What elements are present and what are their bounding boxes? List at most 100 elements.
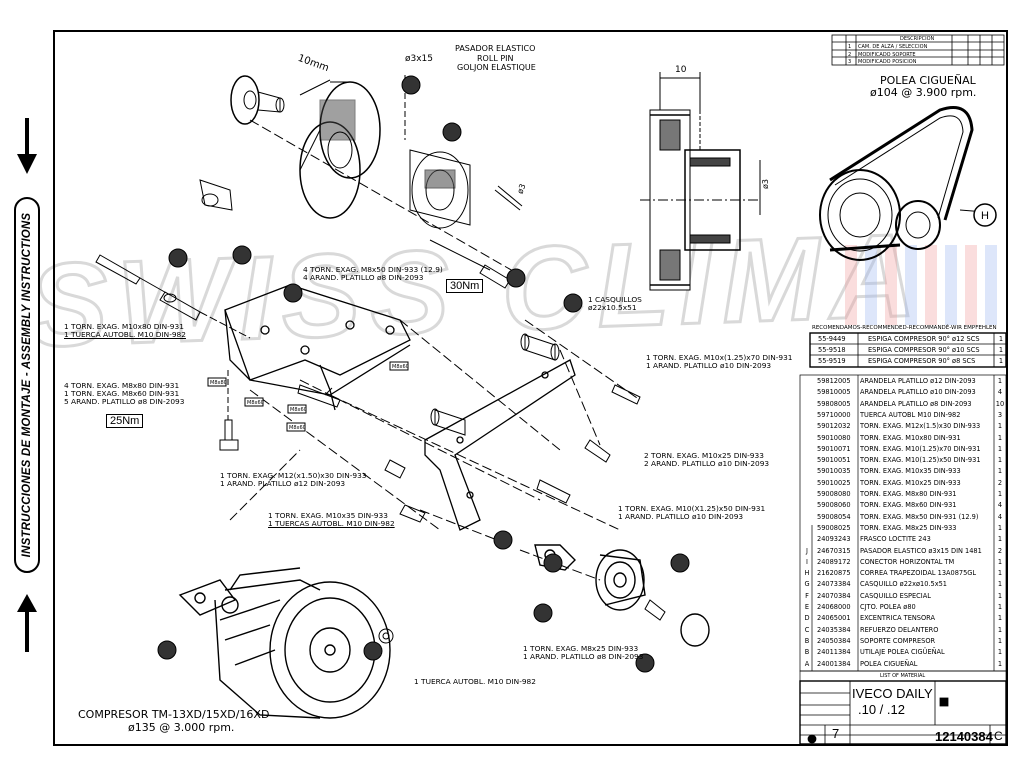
part-desc: FRASCO LOCTITE 243 <box>860 535 931 544</box>
part-ref: 59008025 <box>817 523 851 532</box>
drawing-revision: C <box>994 729 1003 743</box>
callout-balloon <box>670 553 690 573</box>
part-qty: 1 <box>997 569 1003 578</box>
bolt-m10x80 <box>95 254 251 339</box>
part-letter: F <box>805 591 809 600</box>
part-ref: 21620875 <box>817 569 851 578</box>
part-desc: ARANDELA PLATILLO ø12 DIN-2093 <box>860 377 976 385</box>
revision-row: CAM. DE ALZA / SELECCION <box>858 44 928 50</box>
part-desc: ARANDELA PLATILLO ø10 DIN-2093 <box>860 388 976 397</box>
part-desc: PASADOR ELASTICO ø3x15 DIN 1481 <box>860 546 982 555</box>
part-desc: TORN. EXAG. M10x80 DIN-931 <box>860 433 961 442</box>
label-m8x50: 4 TORN. EXAG. M8x50 DIN-933 (12.9) 4 ARA… <box>303 265 443 282</box>
bolt-m8x80 <box>219 370 239 451</box>
callout-balloon <box>157 640 177 660</box>
part-ref: 59008054 <box>817 512 851 521</box>
part-qty: 1 <box>997 444 1003 453</box>
part-qty: 1 <box>997 557 1003 566</box>
bushing-part <box>430 333 560 436</box>
part-desc: EXCENTRICA TENSORA <box>860 614 935 623</box>
part-ref: 24001384 <box>817 659 851 668</box>
pulley-adapter-part <box>409 149 523 229</box>
callout-h-letter: H <box>981 210 989 222</box>
part-letter: H <box>804 569 810 578</box>
part-qty: 1 <box>997 625 1003 634</box>
recommended-header: RECOMENDAMOS-RECOMMENDED-RECOMMANDÉ-WIR … <box>812 325 997 331</box>
part-qty: 1 <box>997 636 1003 645</box>
part-ref: 59010071 <box>817 444 851 453</box>
pulley-subtitle: ø104 @ 3.900 rpm. <box>870 86 977 99</box>
part-desc: TORN. EXAG. M10(1.25)x50 DIN-931 <box>860 456 981 465</box>
part-qty: 1 <box>997 648 1003 657</box>
crankshaft-hub <box>230 75 285 125</box>
size-tags <box>207 361 409 432</box>
tag-m8x60: M8x60 <box>290 407 307 413</box>
part-qty: 1 <box>997 591 1003 600</box>
revision-id: 1 <box>848 44 852 50</box>
roll-pin-label-es: PASADOR ELASTICO <box>455 44 536 53</box>
part-qty: 4 <box>997 512 1003 521</box>
revision-header: DESCRIPCION <box>900 36 935 42</box>
part-desc: CJTO. POLEA ø80 <box>860 603 916 611</box>
part-qty: 3 <box>997 410 1003 419</box>
label-m8x80: 4 TORN. EXAG. M8x80 DIN-931 1 TORN. EXAG… <box>64 381 185 406</box>
tag-m8x60: M8x60 <box>247 400 264 406</box>
part-desc: CASQUILLO ESPECIAL <box>860 591 931 600</box>
compressor-subtitle: ø135 @ 3.000 rpm. <box>128 721 235 734</box>
part-letter: A <box>804 659 810 668</box>
part-qty: 1 <box>997 422 1003 431</box>
part-letter: I <box>806 557 808 566</box>
part-ref: 59010080 <box>817 433 851 442</box>
arrow-up-icon <box>17 594 37 652</box>
part-desc: ESPIGA COMPRESOR 90° ø10 SCS <box>868 346 980 354</box>
label-nut-m10: 1 TUERCA AUTOBL. M10 DIN-982 <box>414 677 536 686</box>
callout-balloon <box>506 268 526 288</box>
part-ref: 59010025 <box>817 478 851 487</box>
part-qty: 2 <box>997 546 1003 555</box>
roll-pin-size: ø3x15 <box>405 54 434 64</box>
label-m8x25: 1 TORN. EXAG. M8x25 DIN-933 1 ARAND. PLA… <box>523 644 644 661</box>
watermark-flag-stripes <box>845 245 997 325</box>
callout-balloon <box>363 641 383 661</box>
part-ref: 59010035 <box>817 467 851 476</box>
revision-row: MODIFICADO SOPORTE <box>858 52 916 58</box>
callout-balloon <box>563 293 583 313</box>
part-ref: 24050384 <box>817 636 851 645</box>
part-letter: G <box>804 580 810 589</box>
roll-pin-label-fr: GOLJON ELASTIQUE <box>457 63 536 72</box>
part-qty: 2 <box>997 478 1003 487</box>
part-ref: 59008080 <box>817 490 851 498</box>
part-ref: 24670315 <box>817 546 851 555</box>
tag-m8x60: M8x60 <box>392 364 409 370</box>
part-ref: 59812005 <box>817 377 851 385</box>
part-ref: 24070384 <box>817 591 851 600</box>
part-ref: 55-9518 <box>818 346 846 354</box>
label-m10x70: 1 TORN. EXAG. M10x(1.25)x70 DIN-931 1 AR… <box>646 353 793 370</box>
drawing-frame <box>53 30 1008 746</box>
part-ref: 24011384 <box>817 648 851 657</box>
sidebar: INSTRUCCIONES DE MONTAJE - ASSEMBLY INST… <box>0 0 50 768</box>
part-desc: CONECTOR HORIZONTAL TM <box>860 557 955 566</box>
part-qty: 4 <box>997 501 1003 510</box>
callout-balloon <box>401 75 421 95</box>
callout-balloon <box>232 245 252 265</box>
part-letter: D <box>804 614 810 623</box>
torque-25nm: 25Nm <box>106 414 144 428</box>
callout-balloon <box>493 530 513 550</box>
part-qty: 1 <box>998 335 1004 343</box>
part-letter: E <box>804 603 810 611</box>
revision-id: 2 <box>848 52 852 58</box>
belt-drive-illustration <box>819 106 986 261</box>
callout-balloon <box>442 122 462 142</box>
vehicle-variant: .10 / .12 <box>858 702 905 717</box>
callout-balloon <box>533 603 553 623</box>
part-ref: 55-9519 <box>818 357 846 365</box>
clip-part <box>199 179 233 211</box>
part-desc: TORN. EXAG. M12x(1.5)x30 DIN-933 <box>860 422 981 431</box>
callout-balloon-h <box>973 203 997 227</box>
